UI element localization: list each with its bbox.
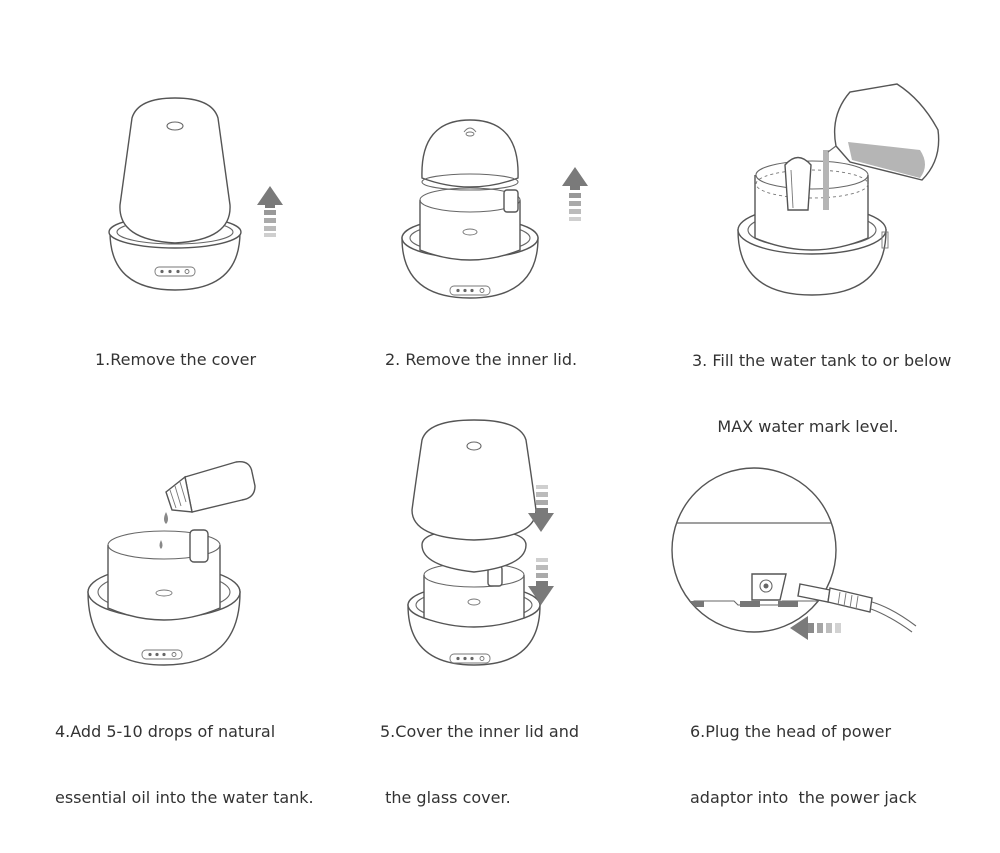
step-1-caption: 1.Remove the cover — [95, 305, 256, 415]
base-buttons — [154, 266, 196, 277]
step-5-cover-lid: 5.Cover the inner lid and the glass cove… — [330, 380, 660, 807]
step-6-caption: 6.Plug the head of power adaptor into th… — [690, 677, 917, 853]
diffuser-add-oil-illustration — [87, 461, 256, 666]
base-buttons — [449, 653, 491, 664]
caption-line: the glass cover. — [380, 788, 511, 807]
measuring-cup-icon — [827, 83, 940, 181]
caption-line: 4.Add 5-10 drops of natural — [55, 722, 276, 741]
caption-line: 5.Cover the inner lid and — [380, 722, 580, 741]
caption-line: adaptor into the power jack — [690, 788, 917, 807]
step-2-remove-inner-lid: 2. Remove the inner lid. — [330, 0, 660, 369]
step-6-plug-power: 6.Plug the head of power adaptor into th… — [660, 380, 1000, 807]
diffuser-with-cover-illustration — [108, 97, 283, 291]
up-arrow — [562, 167, 588, 221]
down-arrow — [528, 485, 554, 532]
down-arrow — [528, 558, 554, 605]
power-jack-icon — [751, 573, 787, 601]
caption-line: MAX water mark level. — [692, 417, 899, 436]
up-arrow — [257, 186, 283, 237]
diffuser-remove-lid-illustration — [401, 119, 588, 299]
base-buttons — [141, 649, 183, 660]
caption-line: 6.Plug the head of power — [690, 722, 892, 741]
base-buttons — [449, 285, 491, 296]
diffuser-assemble-illustration — [407, 419, 554, 666]
step-3-caption: 3. Fill the water tank to or below MAX w… — [692, 306, 951, 482]
step-5-caption: 5.Cover the inner lid and the glass cove… — [380, 677, 579, 853]
step-4-caption: 4.Add 5-10 drops of natural essential oi… — [55, 677, 314, 853]
step-3-fill-water: 3. Fill the water tank to or below MAX w… — [660, 0, 1000, 436]
caption-line: essential oil into the water tank. — [55, 788, 314, 807]
power-jack-closeup-illustration — [671, 467, 917, 640]
step-2-caption: 2. Remove the inner lid. — [385, 305, 577, 415]
caption-line: 2. Remove the inner lid. — [385, 350, 578, 369]
caption-line: 3. Fill the water tank to or below — [692, 351, 952, 370]
oil-bottle-icon — [165, 461, 256, 513]
step-1-remove-cover: 1.Remove the cover — [0, 0, 330, 369]
caption-line: 1.Remove the cover — [95, 350, 257, 369]
power-plug-icon — [797, 583, 917, 633]
step-4-add-oil: 4.Add 5-10 drops of natural essential oi… — [0, 380, 330, 807]
left-arrow — [790, 616, 841, 640]
diffuser-fill-water-illustration — [737, 83, 940, 296]
